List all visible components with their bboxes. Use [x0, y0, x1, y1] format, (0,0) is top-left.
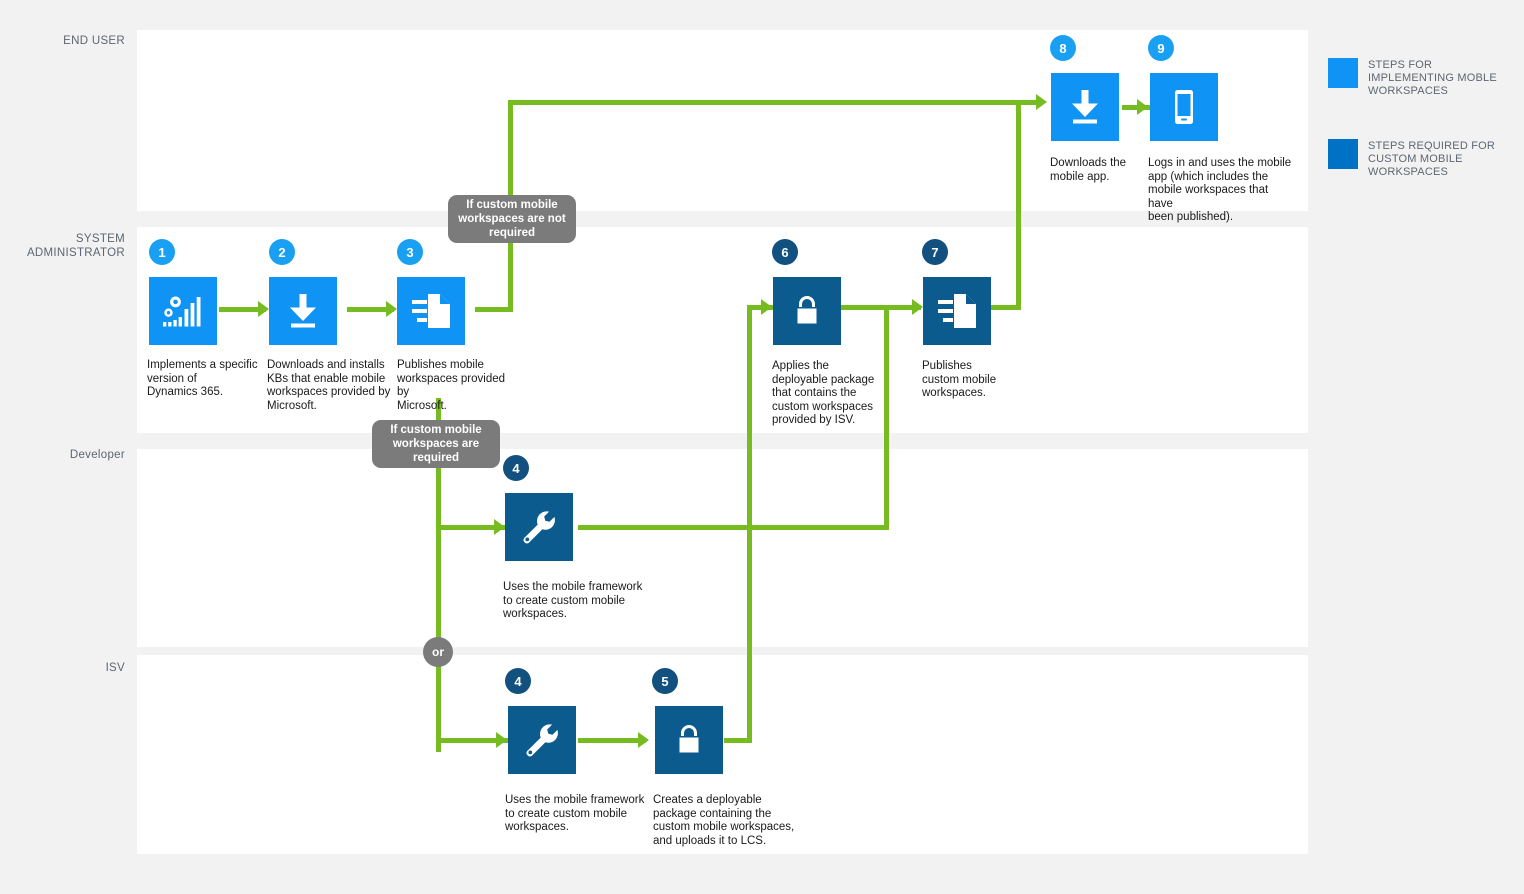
- step-3-badge: 3: [397, 239, 423, 265]
- document-publish-icon: [410, 291, 452, 331]
- step-7-badge: 7: [922, 239, 948, 265]
- phone-icon: [1171, 88, 1197, 126]
- step-4-isv-caption: Uses the mobile framework to create cust…: [505, 794, 645, 833]
- connector-3-down-to-branch: [436, 398, 441, 752]
- connector-7-to-8-vertical: [1016, 100, 1021, 310]
- legend-label-custom: STEPS REQUIRED FOR CUSTOM MOBILE WORKSPA…: [1368, 140, 1496, 178]
- package-icon: [790, 294, 824, 328]
- lane-label-end-user: END USER: [63, 35, 125, 47]
- legend-swatch-dark-blue: [1328, 139, 1358, 169]
- step-5-isv-badge: 5: [652, 668, 678, 694]
- download-icon: [1068, 88, 1102, 126]
- step-4-isv-badge: 4: [505, 668, 531, 694]
- connector-1-to-2: [219, 307, 266, 312]
- step-7-tile[interactable]: [923, 277, 991, 345]
- step-4-developer-caption: Uses the mobile framework to create cust…: [503, 581, 643, 620]
- step-6-badge: 6: [772, 239, 798, 265]
- connector-isv-5-to-6-vertical: [747, 305, 752, 743]
- arrow-branch-to-developer-4: [494, 519, 505, 535]
- step-5-isv-caption: Creates a deployable package containing …: [653, 794, 795, 847]
- connector-developer-4-to-7-vertical: [884, 305, 889, 530]
- gears-chart-icon: [161, 291, 205, 331]
- step-7-caption: Publishes custom mobile workspaces.: [922, 360, 997, 399]
- connector-isv-5-to-6-horizontal: [724, 738, 752, 743]
- arrow-branch-to-isv-4: [496, 732, 507, 748]
- step-9-badge: 9: [1148, 35, 1174, 61]
- step-1-badge: 1: [149, 239, 175, 265]
- callout-required: If custom mobile workspaces are required: [372, 420, 500, 468]
- step-6-caption: Applies the deployable package that cont…: [772, 360, 875, 426]
- arrow-8-to-9: [1137, 99, 1148, 115]
- step-8-caption: Downloads the mobile app.: [1050, 157, 1127, 183]
- download-icon: [286, 292, 320, 330]
- legend-item-custom: STEPS REQUIRED FOR CUSTOM MOBILE WORKSPA…: [1328, 139, 1513, 179]
- legend-item-implementing: STEPS FOR IMPLEMENTING MOBLE WORKSPACES: [1328, 58, 1513, 98]
- step-3-tile[interactable]: [397, 277, 465, 345]
- step-1-caption: Implements a specific version of Dynamic…: [147, 359, 258, 398]
- step-8-badge: 8: [1050, 35, 1076, 61]
- legend-label-implementing: STEPS FOR IMPLEMENTING MOBLE WORKSPACES: [1368, 59, 1497, 97]
- callout-not-required: If custom mobile workspaces are not requ…: [448, 195, 576, 243]
- package-icon: [672, 723, 706, 757]
- legend-swatch-light-blue: [1328, 58, 1358, 88]
- step-9-caption: Logs in and uses the mobile app (which i…: [1148, 157, 1292, 223]
- arrow-into-step-6: [761, 299, 772, 315]
- step-6-tile[interactable]: [773, 277, 841, 345]
- wrench-icon: [524, 722, 560, 758]
- document-publish-icon: [936, 291, 978, 331]
- step-2-caption: Downloads and installs KBs that enable m…: [267, 359, 391, 412]
- connector-7-to-8-horizontal: [991, 305, 1021, 310]
- step-8-tile[interactable]: [1051, 73, 1119, 141]
- connector-6-to-7: [841, 305, 921, 310]
- arrow-isv-4-to-5: [638, 732, 649, 748]
- lane-label-developer: Developer: [69, 449, 125, 461]
- wrench-icon: [521, 509, 557, 545]
- step-3-caption: Publishes mobile workspaces provided by …: [397, 359, 506, 412]
- connector-branch-to-isv-4: [436, 738, 510, 743]
- lane-label-system-administrator: SYSTEM ADMINISTRATOR: [26, 233, 125, 259]
- arrow-3-to-8: [1036, 94, 1047, 110]
- step-9-tile[interactable]: [1150, 73, 1218, 141]
- lane-label-isv: ISV: [105, 662, 125, 674]
- connector-isv-4-to-5: [578, 738, 646, 743]
- connector-into-step-6: [747, 305, 773, 310]
- step-2-tile[interactable]: [269, 277, 337, 345]
- arrow-1-to-2: [258, 301, 269, 317]
- connector-2-to-3: [347, 307, 394, 312]
- arrow-6-to-7: [912, 299, 923, 315]
- callout-or-badge: or: [423, 637, 453, 667]
- connector-developer-4-to-7-horizontal: [578, 525, 889, 530]
- step-2-badge: 2: [269, 239, 295, 265]
- step-5-isv-tile[interactable]: [655, 706, 723, 774]
- step-4-developer-tile[interactable]: [505, 493, 573, 561]
- connector-3-to-8-horizontal-stub: [475, 307, 513, 312]
- connector-3-to-8-horizontal: [508, 100, 1036, 105]
- lane-developer: [137, 449, 1308, 647]
- connector-branch-to-developer-4: [436, 525, 508, 530]
- arrow-2-to-3: [386, 301, 397, 317]
- step-1-tile[interactable]: [149, 277, 217, 345]
- step-4-isv-tile[interactable]: [508, 706, 576, 774]
- step-4-developer-badge: 4: [503, 455, 529, 481]
